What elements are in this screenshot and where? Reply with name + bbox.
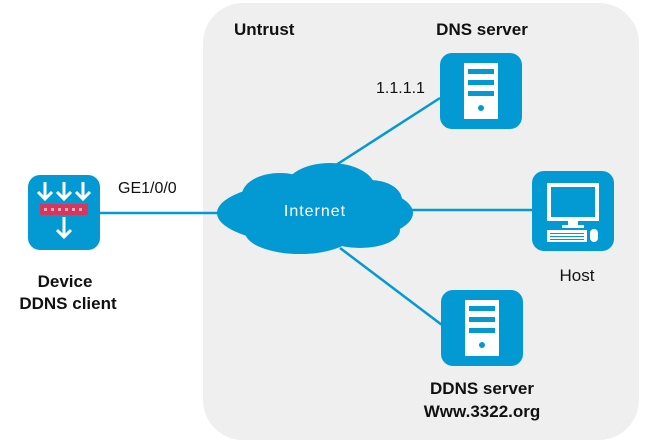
dns-server-ip: 1.1.1.1 (376, 80, 425, 97)
ddns-server-domain: Www.3322.org (423, 402, 541, 421)
link-internet-ddns (339, 247, 443, 326)
interface-label: GE1/0/0 (118, 180, 177, 197)
cloud-label: Internet (283, 203, 347, 220)
dns-server-label: DNS server (436, 20, 528, 39)
device-name: Device (37, 272, 93, 291)
cloud-icon (217, 163, 413, 254)
link-internet-dns (321, 96, 441, 176)
ddns-server-icon[interactable] (441, 290, 523, 366)
device-role: DDNS client (19, 294, 117, 313)
firewall-icon[interactable] (28, 175, 100, 250)
dns-server-icon[interactable] (440, 53, 522, 129)
host-label: Host (559, 266, 595, 285)
zone-label: Untrust (234, 20, 295, 39)
host-computer-icon[interactable] (532, 171, 614, 251)
ddns-server-label: DDNS server (430, 379, 534, 398)
